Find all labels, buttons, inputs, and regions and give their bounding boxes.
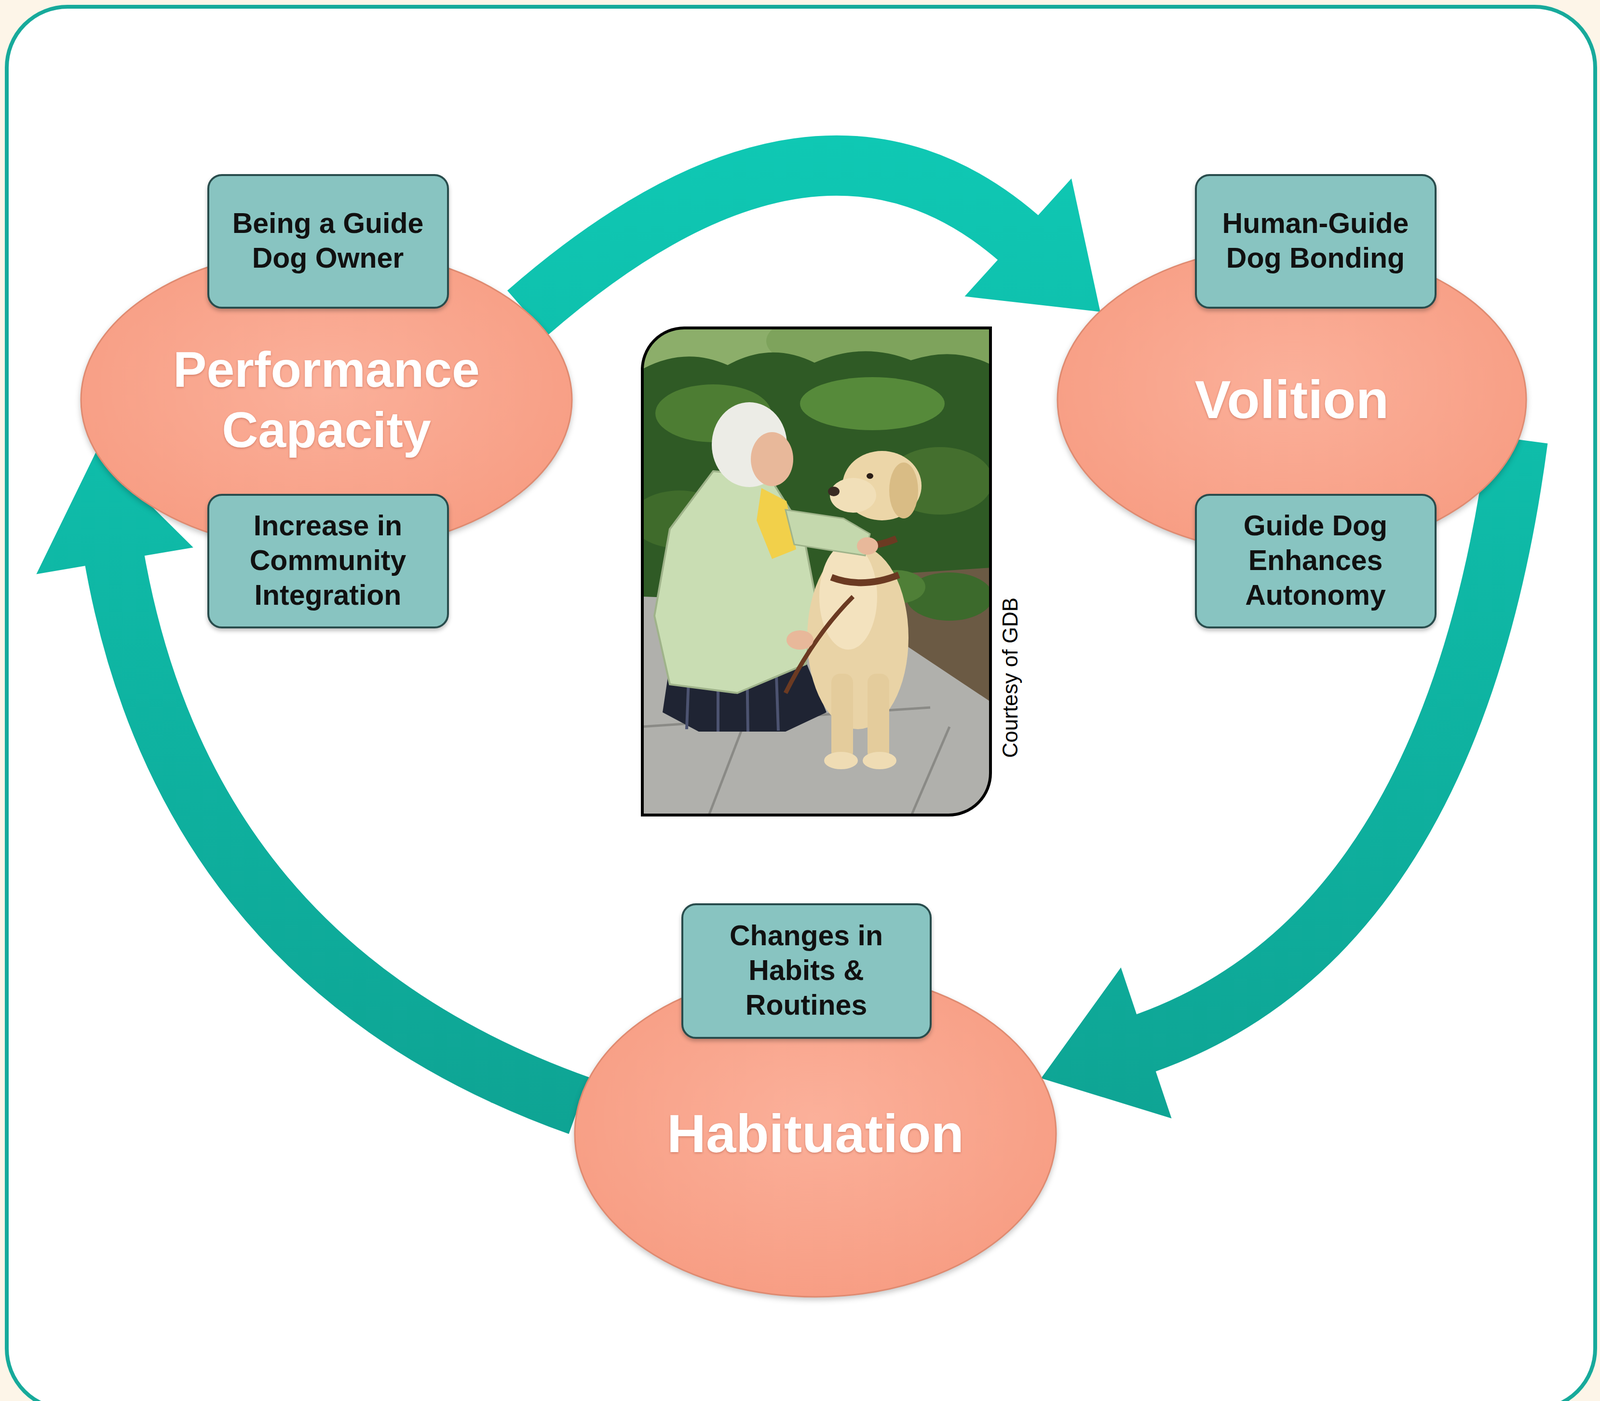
flow-arrow <box>1041 439 1519 1119</box>
jacket <box>654 471 816 693</box>
photo-credit: Courtesy of GDB <box>998 597 1022 759</box>
dog-ear <box>889 462 919 519</box>
arm <box>785 509 870 556</box>
box-label: Increase in Community Integration <box>217 508 439 613</box>
flow-arrow <box>527 165 1101 313</box>
face <box>750 432 794 487</box>
harness <box>831 574 899 583</box>
label-box: Human-Guide Dog Bonding <box>1194 174 1437 309</box>
sky <box>640 326 992 817</box>
arrow-head <box>1041 967 1172 1119</box>
photo-content <box>640 326 992 817</box>
photo-illustration <box>640 326 992 817</box>
label-box: Increase in Community Integration <box>207 493 449 629</box>
dog-nose <box>827 486 840 497</box>
dog-chest <box>819 543 878 650</box>
ellipse-label: Volition <box>1086 367 1497 433</box>
box-label: Human-Guide Dog Bonding <box>1205 206 1426 276</box>
ellipse-node: Performance CapacityBeing a Guide Dog Ow… <box>79 246 574 553</box>
arrow-head <box>964 178 1101 312</box>
arrow-body <box>527 165 1026 313</box>
sidewalk-joint <box>910 726 950 817</box>
ellipse-label: Habituation <box>598 1101 1033 1167</box>
ellipse-node: HabituationChanges in Habits & Routines <box>573 969 1058 1299</box>
dog-leg <box>867 673 890 761</box>
hedge-highlight <box>800 377 945 431</box>
photo-border <box>642 327 991 815</box>
dog-paw <box>824 751 858 770</box>
dog-leg <box>831 673 854 761</box>
label-box: Being a Guide Dog Owner <box>207 174 449 309</box>
hand <box>786 630 814 650</box>
dog-paw <box>862 751 897 770</box>
ellipse-node: VolitionHuman-Guide Dog BondingGuide Dog… <box>1056 244 1528 556</box>
ellipse-label: Performance Capacity <box>109 339 544 461</box>
box-label: Changes in Habits & Routines <box>691 918 922 1023</box>
leash <box>785 596 854 693</box>
arrow-body <box>113 551 580 1106</box>
box-label: Being a Guide Dog Owner <box>217 206 439 276</box>
dog-eye <box>866 473 874 479</box>
label-box: Guide Dog Enhances Autonomy <box>1194 493 1437 629</box>
hand <box>856 537 879 555</box>
box-label: Guide Dog Enhances Autonomy <box>1205 508 1426 613</box>
flow-arrow <box>36 451 579 1106</box>
label-box: Changes in Habits & Routines <box>681 903 932 1039</box>
